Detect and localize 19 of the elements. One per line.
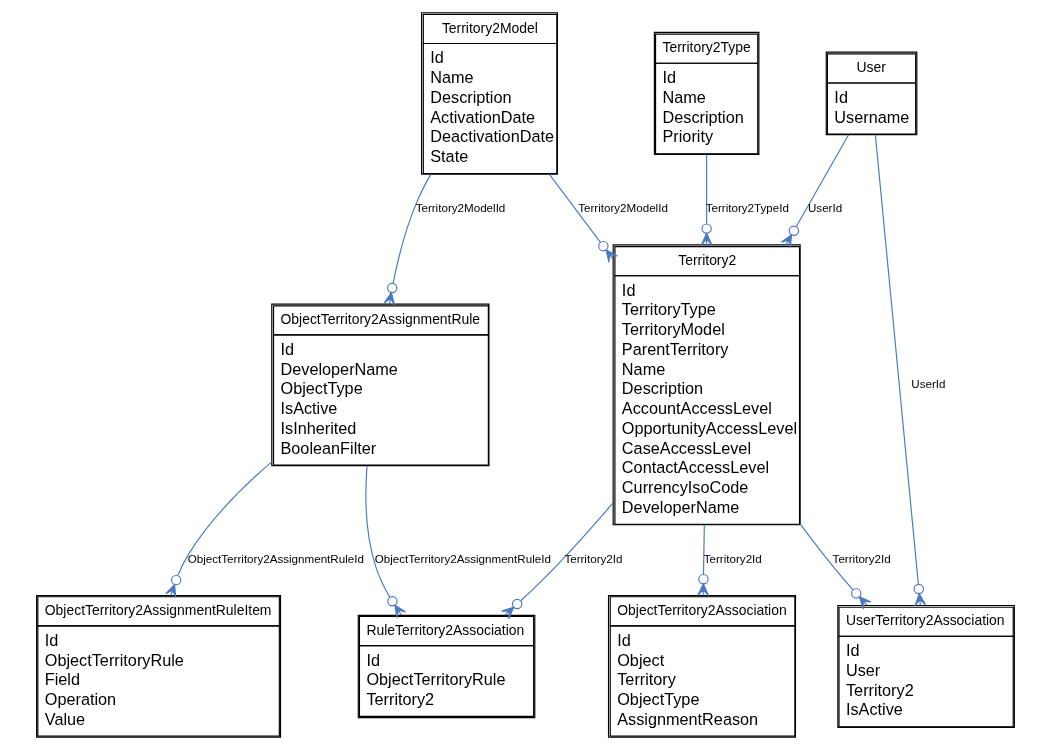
connector bbox=[874, 134, 926, 607]
edge-label: ObjectTerritory2AssignmentRuleId bbox=[187, 552, 364, 566]
edge-label: ObjectTerritory2AssignmentRuleId bbox=[374, 552, 551, 566]
edge-label: Territory2ModelId bbox=[577, 201, 668, 215]
connector bbox=[780, 134, 849, 249]
edge-label: Territory2Id bbox=[563, 552, 622, 566]
edge-label: Territory2Id bbox=[703, 552, 762, 566]
connector bbox=[799, 523, 872, 610]
edge-label: UserId bbox=[807, 201, 842, 215]
connector bbox=[164, 461, 272, 598]
connector bbox=[383, 173, 431, 306]
edge-label: Territory2Id bbox=[832, 552, 891, 566]
edge-label: Territory2ModelId bbox=[415, 201, 505, 215]
connector bbox=[500, 502, 614, 620]
connector bbox=[548, 173, 618, 263]
connector bbox=[696, 524, 709, 597]
edge-label: UserId bbox=[910, 376, 946, 390]
connector bbox=[364, 465, 406, 619]
connector bbox=[700, 153, 712, 246]
